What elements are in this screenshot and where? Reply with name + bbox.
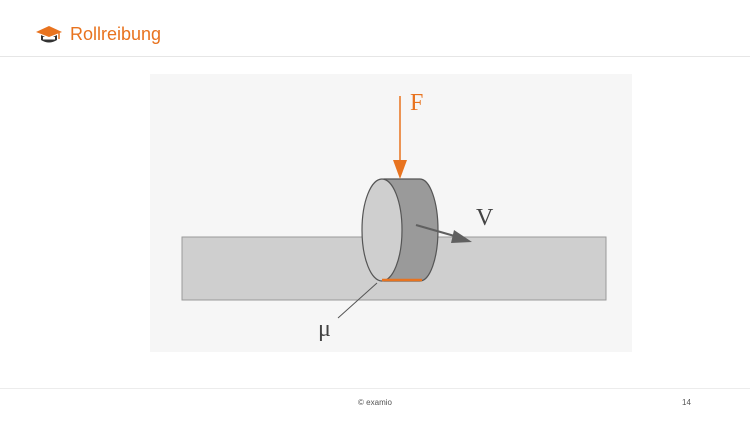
velocity-arrow-shaft: [415, 223, 459, 239]
velocity-arrow-head: [451, 230, 472, 243]
graduation-cap-book-icon: [36, 26, 62, 43]
friction-leader-line: [337, 282, 378, 319]
slide-title: Rollreibung: [70, 24, 162, 44]
footer-divider: [0, 388, 750, 389]
velocity-label: V: [476, 205, 494, 231]
force-label: F: [410, 90, 423, 116]
page-number: 14: [682, 398, 691, 407]
friction-label: μ: [318, 316, 331, 342]
footer-copyright: © examio: [358, 398, 392, 407]
roller-face: [361, 178, 403, 282]
slide-header: Rollreibung: [0, 0, 750, 57]
rolling-friction-diagram: F V μ: [150, 74, 632, 352]
force-arrow-head: [393, 160, 407, 179]
